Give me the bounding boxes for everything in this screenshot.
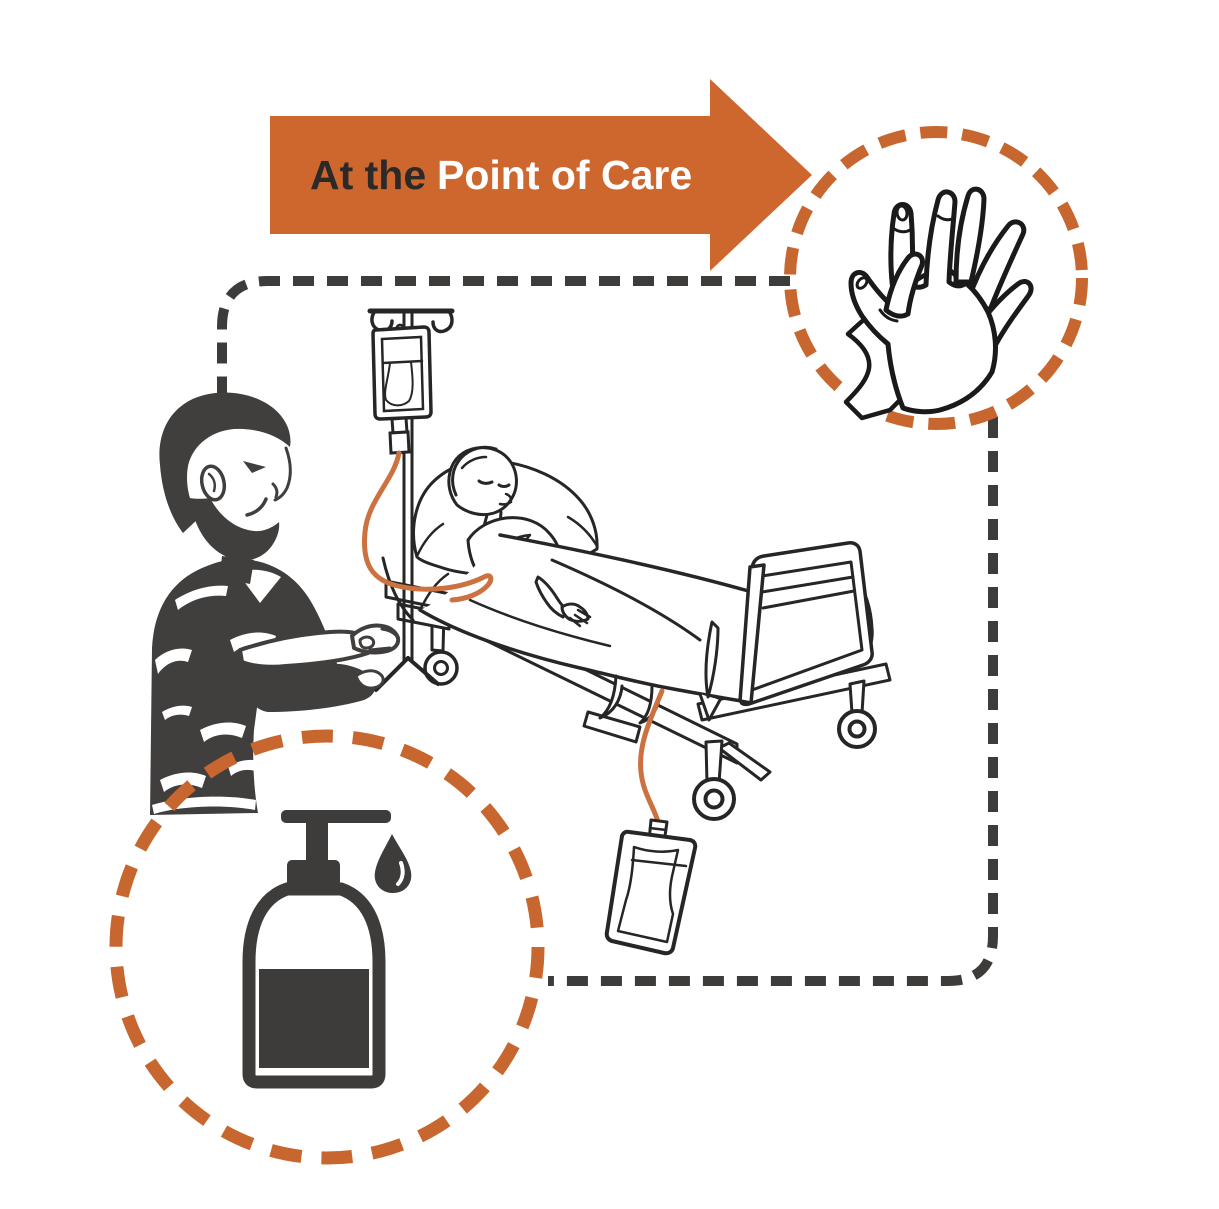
- patient-hair-stroke: [460, 455, 488, 470]
- hand-rub-icon: [843, 186, 1034, 421]
- droplet-icon: [374, 834, 412, 893]
- bed-leg-right: [848, 679, 866, 715]
- worker-nose-line: [271, 482, 279, 499]
- patient-mouth: [498, 500, 513, 506]
- worker-smile: [245, 497, 268, 517]
- back-hand-thumb-overlay: [883, 251, 925, 319]
- pump-stem: [306, 820, 328, 864]
- footboard: [738, 541, 874, 707]
- worker-arm-lower: [248, 663, 376, 712]
- iv-bag: [371, 323, 433, 455]
- banner-title: At the Point of Care: [310, 152, 692, 198]
- catheter-tube: [638, 688, 665, 825]
- footboard-panel: [739, 541, 874, 707]
- pump-bar: [281, 810, 391, 823]
- worker-ear: [199, 464, 227, 502]
- mattress-left-edge: [381, 556, 415, 622]
- bed-wheel-front-hub: [703, 788, 725, 810]
- point-of-care-arrow: At the Point of Care: [270, 79, 812, 271]
- iv-bag-outline: [371, 325, 433, 421]
- footboard-bar2: [761, 589, 856, 610]
- bed-wheel-right: [837, 709, 877, 749]
- healthcare-worker: [150, 392, 401, 815]
- blanket-top-edge: [498, 533, 754, 594]
- iv-tube: [361, 450, 494, 603]
- iv-pole-group: [361, 308, 494, 692]
- zone-boundary-right-bottom: [548, 417, 998, 986]
- bed-headend-wheel-hub: [433, 660, 449, 676]
- catheter-bag-fill-line: [630, 858, 688, 868]
- bed-wheel-right-hub: [847, 719, 867, 739]
- blanket-tall-fold: [704, 620, 720, 699]
- iv-drip-chamber: [388, 430, 411, 455]
- bottle-label: [259, 969, 369, 1068]
- patient-finger1: [576, 608, 592, 619]
- back-hand-finger2: [965, 219, 1027, 313]
- hospital-bed-scene: [381, 445, 892, 956]
- sanitizer-pump-bottle-icon: [242, 810, 412, 1089]
- worker-neck: [220, 556, 254, 584]
- catheter-bag: [604, 829, 698, 956]
- worker-hand-lower-fingers: [354, 669, 385, 690]
- patient-hair: [451, 445, 498, 497]
- worker-finger-line1: [380, 627, 400, 640]
- catheter: [604, 688, 698, 956]
- blanket-point-fold: [698, 692, 722, 722]
- hand-nail1: [895, 204, 909, 222]
- catheter-bag-cap-line: [648, 826, 668, 832]
- pillow-fold-right: [566, 515, 599, 548]
- blanket-fold1: [550, 558, 702, 642]
- hand-knuckle2: [936, 214, 956, 222]
- hand-web-line: [878, 308, 899, 323]
- blanket-fold2: [468, 598, 612, 648]
- patient-arm: [534, 575, 592, 628]
- patient-eye-left: [477, 479, 494, 485]
- bed-leg-front: [704, 739, 724, 785]
- dashed-patient-zone-boundary: [217, 276, 998, 986]
- banner-title-emphasis: Point of Care: [437, 152, 692, 198]
- zone-boundary-top-left: [217, 276, 790, 402]
- sanitizer-circle: [109, 729, 545, 1165]
- iv-pole-hook-right: [431, 309, 454, 334]
- patient-arm-shape: [534, 575, 569, 619]
- footboard-bar1: [760, 575, 855, 594]
- worker-beard: [190, 498, 280, 561]
- patient-hand: [560, 602, 590, 623]
- patient-eye-right: [497, 483, 511, 488]
- hand-rub-circle-dashes: [784, 126, 1088, 430]
- worker-finger-line2: [368, 646, 392, 652]
- patient-head: [447, 445, 518, 532]
- patient-finger3: [568, 616, 582, 628]
- worker-forehead-line: [273, 446, 292, 502]
- hand-rub-circle: [784, 126, 1088, 430]
- worker-ear-inner: [207, 472, 217, 493]
- banner-title-prefix: At the: [310, 152, 426, 198]
- worker-thumb: [358, 635, 376, 650]
- droplet-highlight: [396, 861, 405, 886]
- worker-torso: [150, 558, 338, 815]
- blanket-drape1: [598, 674, 624, 720]
- sanitizer-circle-dashes: [109, 729, 545, 1165]
- patient-finger2: [573, 613, 589, 625]
- arrow-banner-shape: [270, 79, 812, 271]
- bed-brace: [717, 741, 772, 782]
- iv-bag-liquid-curve: [384, 361, 414, 407]
- worker-eye-wedge: [243, 461, 266, 473]
- bed-chassis-step: [582, 710, 642, 744]
- iv-pole-base-leg2: [406, 656, 440, 686]
- hand-knuckle1: [891, 226, 912, 234]
- patient-nose: [504, 492, 513, 502]
- blanket-bottom-edge: [418, 608, 750, 704]
- footboard-post: [738, 563, 766, 705]
- hand-nail2: [855, 276, 869, 290]
- worker-hair: [159, 392, 291, 533]
- back-hand-finger1: [953, 186, 987, 285]
- iv-bag-inner: [380, 335, 425, 413]
- pillow-fold-left: [415, 522, 445, 558]
- catheter-bag-inner: [616, 845, 680, 944]
